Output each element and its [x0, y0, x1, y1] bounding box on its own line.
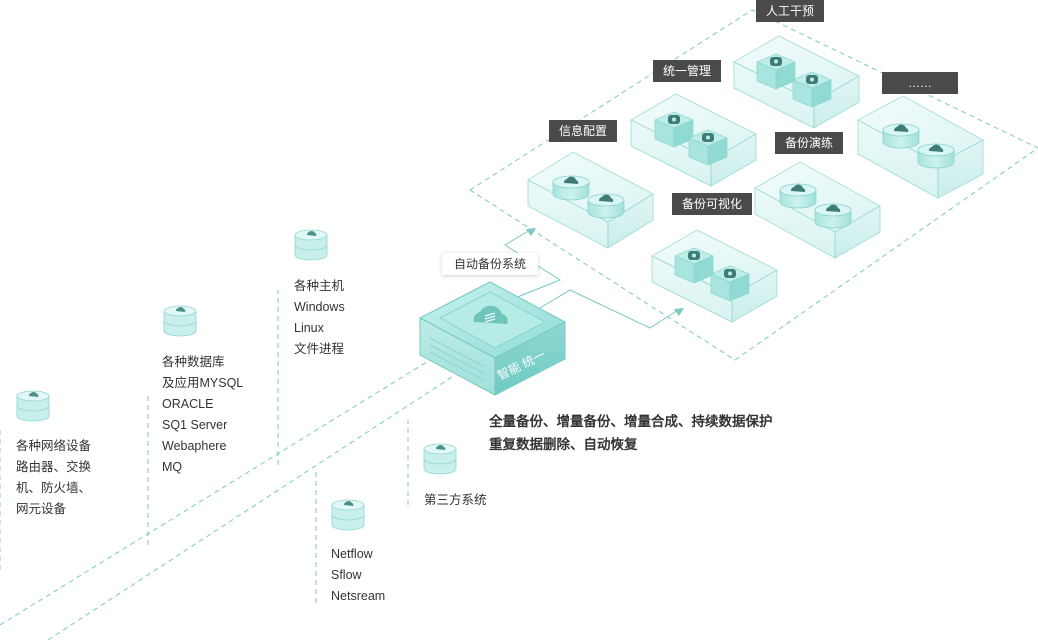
platform-boundary: [469, 9, 1038, 361]
tag-intervention: 人工干预: [756, 0, 825, 22]
feature-line: 重复数据删除、自动恢复: [489, 437, 638, 452]
tag-visualization: 备份可视化: [672, 193, 753, 215]
source-line: 各种网络设备: [16, 439, 92, 453]
source-line: 路由器、交换: [16, 460, 92, 474]
module-box-more: [857, 95, 984, 199]
source-line: Webaphere: [162, 439, 227, 453]
module-box-config: [527, 151, 654, 249]
source-database: 各种数据库 及应用MYSQL ORACLE SQ1 Server Webaphe…: [162, 352, 243, 478]
module-box-intervention: [733, 35, 860, 129]
feature-list: 全量备份、增量备份、增量合成、持续数据保护 重复数据删除、自动恢复: [489, 410, 773, 456]
source-third-party: 第三方系统: [424, 490, 487, 511]
tag-management: 统一管理: [653, 60, 722, 82]
database-icon: [163, 305, 197, 337]
database-icon: [16, 390, 50, 422]
module-box-management: [630, 93, 757, 187]
source-host: 各种主机 Windows Linux 文件进程: [294, 276, 345, 360]
database-icon: [294, 229, 328, 261]
module-box-visualization: [651, 229, 778, 323]
source-line: 网元设备: [16, 502, 67, 516]
core-system-box: [418, 281, 567, 396]
source-line: Linux: [294, 321, 324, 335]
tag-drill: 备份演练: [775, 132, 844, 154]
source-line: 各种主机: [294, 279, 345, 293]
tag-more: ……: [882, 72, 958, 94]
source-line: Netsream: [331, 589, 386, 603]
core-label: 自动备份系统: [442, 253, 539, 275]
tag-config: 信息配置: [549, 120, 618, 142]
source-network: 各种网络设备 路由器、交换 机、防火墙、 网元设备: [16, 436, 91, 520]
source-line: Sflow: [331, 568, 362, 582]
source-line: MQ: [162, 460, 183, 474]
source-line: Windows: [294, 300, 345, 314]
source-line: 第三方系统: [424, 493, 487, 507]
feature-line: 全量备份、增量备份、增量合成、持续数据保护: [489, 414, 773, 429]
source-line: Netflow: [331, 547, 373, 561]
source-line: SQ1 Server: [162, 418, 228, 432]
source-line: 文件进程: [294, 342, 345, 356]
source-line: 各种数据库: [162, 355, 225, 369]
source-line: ORACLE: [162, 397, 214, 411]
source-line: 及应用MYSQL: [162, 376, 244, 390]
database-icon: [423, 443, 457, 475]
feeder-lines: [0, 290, 456, 640]
database-icon: [331, 499, 365, 531]
source-flow: Netflow Sflow Netsream: [331, 544, 385, 607]
module-box-drill: [754, 161, 881, 259]
source-line: 机、防火墙、: [16, 481, 92, 495]
